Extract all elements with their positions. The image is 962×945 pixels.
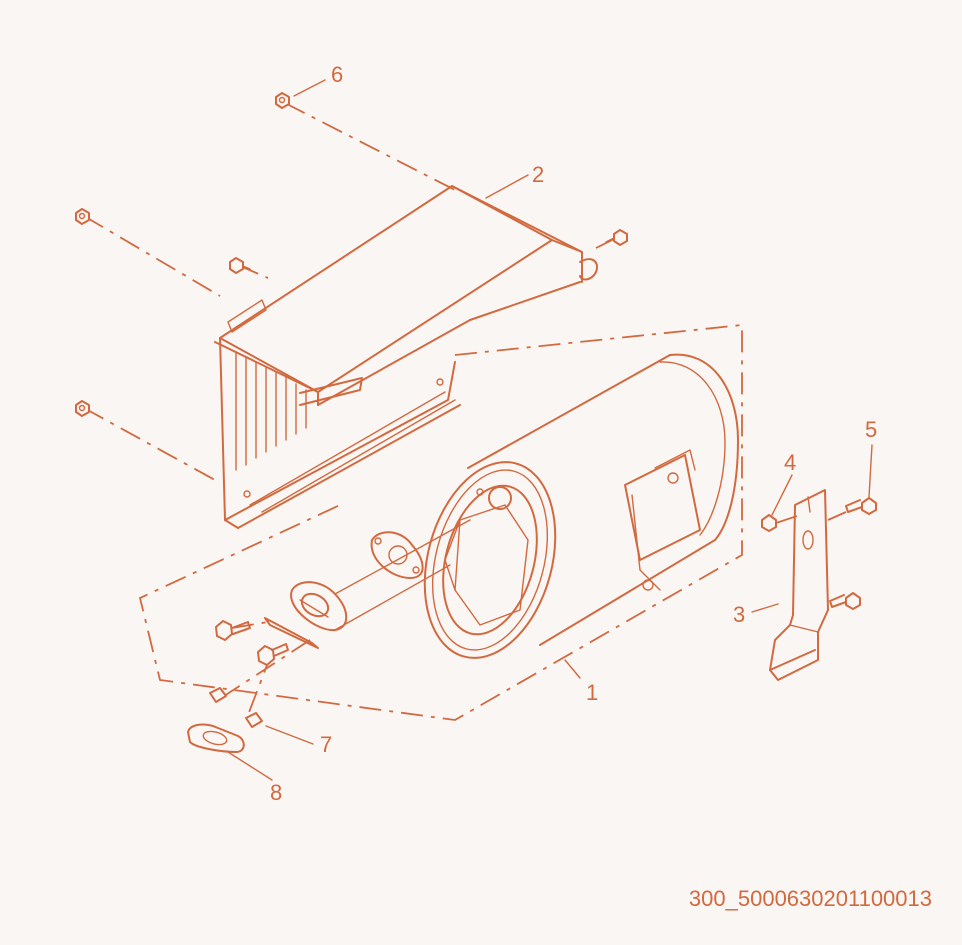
- drawing-code: 300_5000630201100013: [689, 886, 932, 911]
- bolt-4-icon: [761, 514, 801, 532]
- callout-5: 5: [865, 417, 877, 442]
- bolt-lower-left-icon: [75, 400, 90, 417]
- nut-7a-icon: [209, 687, 227, 703]
- bolt-flange-upper-icon: [215, 620, 251, 641]
- callout-2: 2: [532, 162, 544, 187]
- callout-6: 6: [331, 62, 343, 87]
- callout-1: 1: [586, 680, 598, 705]
- nut-7b-icon: [245, 712, 263, 728]
- muffler-body: [264, 353, 739, 659]
- leader-lines: [227, 79, 873, 781]
- bolt-6-icon: [275, 92, 290, 109]
- callout-8: 8: [270, 780, 282, 805]
- bolt-right-icon: [605, 229, 628, 246]
- bolt-middle-icon: [229, 257, 251, 274]
- assembly-outline: [138, 324, 743, 721]
- callout-7: 7: [320, 732, 332, 757]
- bolt-bracket-lower-icon: [829, 592, 861, 610]
- heat-shield-cover: [214, 185, 598, 529]
- support-bracket: [769, 489, 829, 681]
- assembly-centerlines: [83, 102, 619, 716]
- bolt-flange-lower-icon: [257, 643, 289, 666]
- callout-4: 4: [784, 450, 796, 475]
- callout-3: 3: [733, 602, 745, 627]
- bolt-5-icon: [827, 497, 877, 521]
- bolt-upper-left-icon: [75, 208, 90, 225]
- exhaust-gasket: [187, 723, 245, 753]
